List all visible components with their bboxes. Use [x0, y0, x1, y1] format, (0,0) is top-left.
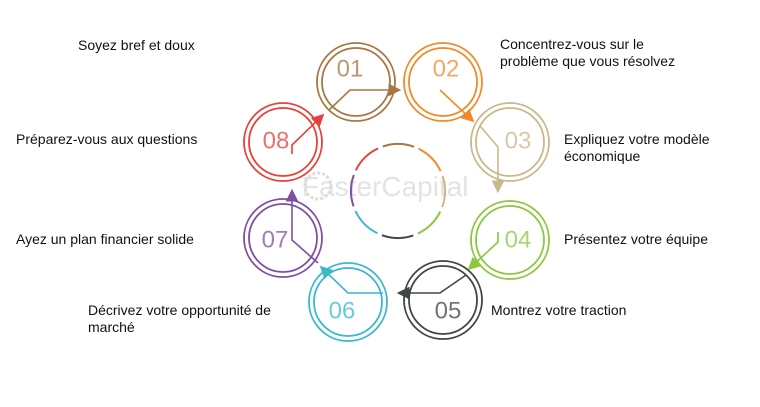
- step-07-arrow: [285, 188, 319, 264]
- center-ring-segment-03: [441, 175, 446, 208]
- step-04-label: Présentez votre équipe: [564, 231, 708, 247]
- step-01-inner-ring: [321, 47, 391, 117]
- step-03-arrow: [479, 125, 505, 194]
- step-03-inner-ring: [475, 107, 545, 177]
- step-02-outer-ring: [403, 42, 483, 122]
- step-03-number: 03: [505, 127, 532, 154]
- step-07-number: 07: [262, 226, 289, 253]
- step-08-label: Préparez-vous aux questions: [16, 131, 198, 147]
- center-ring-segment-04: [417, 211, 442, 235]
- step-08-outer-ring: [243, 102, 323, 182]
- step-01-outer-ring: [316, 42, 396, 122]
- center-ring-segment-01: [382, 143, 415, 148]
- step-04-arrow: [467, 232, 499, 271]
- step-01-arrow: [328, 83, 402, 111]
- step-04-outer-ring: [470, 200, 550, 280]
- step-05-number: 05: [435, 297, 462, 324]
- step-02-arrow: [439, 89, 475, 123]
- center-ring-segment-05: [381, 234, 414, 239]
- step-06-inner-ring: [313, 267, 383, 337]
- step-07-label: Ayez un plan financier solide: [16, 231, 194, 247]
- step-08-arrow: [291, 113, 325, 154]
- watermark-gear-icon: [303, 171, 333, 201]
- step-01-number: 01: [337, 55, 364, 82]
- step-06-number: 06: [329, 297, 356, 324]
- step-07-inner-ring: [248, 203, 318, 273]
- center-ring-segment-06: [354, 210, 378, 235]
- step-06-outer-ring: [308, 262, 388, 342]
- step-04-number: 04: [505, 226, 532, 253]
- step-03-outer-ring: [470, 102, 550, 182]
- step-06-arrow: [319, 265, 383, 294]
- step-08-inner-ring: [248, 107, 318, 177]
- step-05-arrow: [396, 274, 467, 300]
- step-02-number: 02: [433, 55, 460, 82]
- center-ring-segment-08: [354, 147, 379, 171]
- step-02-inner-ring: [408, 47, 478, 117]
- step-04-inner-ring: [475, 205, 545, 275]
- step-08-number: 08: [263, 127, 290, 154]
- step-01-label: Soyez bref et doux: [78, 37, 195, 53]
- center-ring-segment-02: [418, 147, 442, 172]
- center-ring-segment-07: [350, 174, 355, 207]
- step-05-outer-ring: [403, 260, 483, 340]
- step-05-label: Montrez votre traction: [491, 302, 627, 318]
- step-05-inner-ring: [408, 265, 478, 335]
- step-07-outer-ring: [243, 198, 323, 278]
